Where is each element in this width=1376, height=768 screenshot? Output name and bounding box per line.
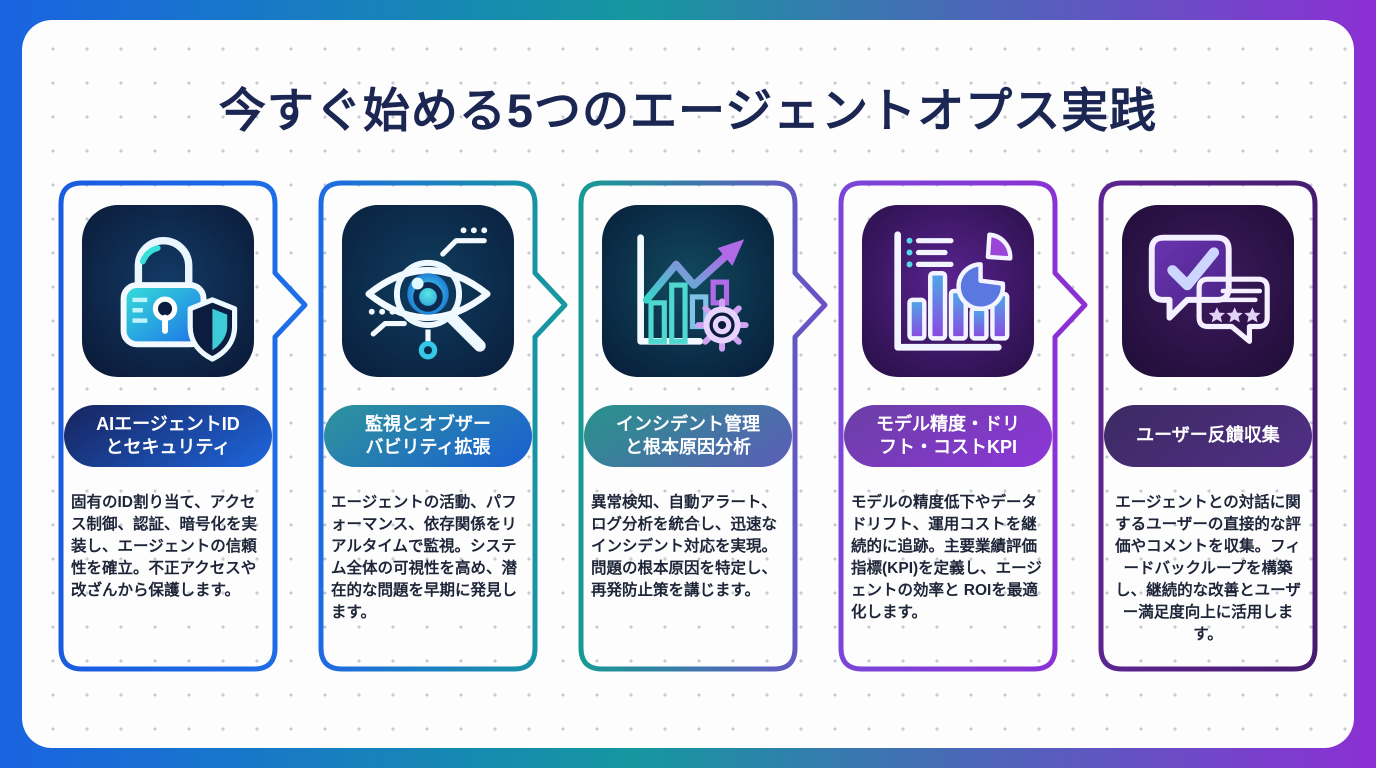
card-label-line2: と根本原因分析 xyxy=(625,437,751,457)
feedback-bubbles-icon xyxy=(1122,205,1294,377)
card-label-line2: バビリティ拡張 xyxy=(365,437,491,457)
eye-magnifier-icon xyxy=(342,205,514,377)
card-label-line1: インシデント管理 xyxy=(616,413,760,434)
card-incident-management: インシデント管理 と根本原因分析 異常検知、自動アラート、ログ分析を統合し、迅速… xyxy=(578,180,828,672)
practice-cards-row: AIエージェントID とセキュリティ 固有のID割り当て、アクセス制御、認証、暗… xyxy=(58,180,1318,672)
card-description: エージェントとの対話に関するユーザーの直接的な評価やコメントを収集。フィードバッ… xyxy=(1115,494,1301,643)
lock-shield-icon xyxy=(82,205,254,377)
card-label-pill: ユーザー反饋収集 xyxy=(1104,405,1312,467)
content-panel: 今すぐ始める5つのエージェントオプス実践 xyxy=(22,20,1354,748)
card-description: モデルの精度低下やデータドリフト、運用コストを継続的に追跡。主要業績評価指標(K… xyxy=(851,494,1042,621)
card-user-feedback: ユーザー反饋収集 エージェントとの対話に関するユーザーの直接的な評価やコメントを… xyxy=(1098,180,1318,672)
card-description: 異常検知、自動アラート、ログ分析を統合し、迅速なインシデント対応を実現。問題の根… xyxy=(591,494,778,599)
chart-growth-gear-icon xyxy=(602,205,774,377)
card-model-kpi: モデル精度・ドリ フト・コストKPI モデルの精度低下やデータドリフト、運用コス… xyxy=(838,180,1088,672)
card-label-line1: ユーザー反饋収集 xyxy=(1136,425,1280,446)
card-label-pill: モデル精度・ドリ フト・コストKPI xyxy=(844,405,1052,467)
card-label-pill: インシデント管理 と根本原因分析 xyxy=(584,405,792,467)
kpi-dashboard-icon xyxy=(862,205,1034,377)
card-label-line1: モデル精度・ドリ xyxy=(876,413,1020,434)
card-ai-agent-id-security: AIエージェントID とセキュリティ 固有のID割り当て、アクセス制御、認証、暗… xyxy=(58,180,308,672)
card-label-line2: とセキュリティ xyxy=(105,437,231,457)
card-description: エージェントの活動、パフォーマンス、依存関係をリアルタイムで監視。システム全体の… xyxy=(331,494,518,621)
card-monitoring-observability: 監視とオブザー バビリティ拡張 エージェントの活動、パフォーマンス、依存関係をリ… xyxy=(318,180,568,672)
page-title: 今すぐ始める5つのエージェントオプス実践 xyxy=(218,84,1158,137)
card-label-pill: 監視とオブザー バビリティ拡張 xyxy=(324,405,532,467)
card-label-line2: フト・コストKPI xyxy=(878,437,1017,457)
card-label-line1: 監視とオブザー xyxy=(365,413,491,434)
card-description: 固有のID割り当て、アクセス制御、認証、暗号化を実装し、エージェントの信頼性を確… xyxy=(71,494,258,599)
card-label-pill: AIエージェントID とセキュリティ xyxy=(64,405,272,467)
card-label-line1: AIエージェントID xyxy=(96,413,240,434)
